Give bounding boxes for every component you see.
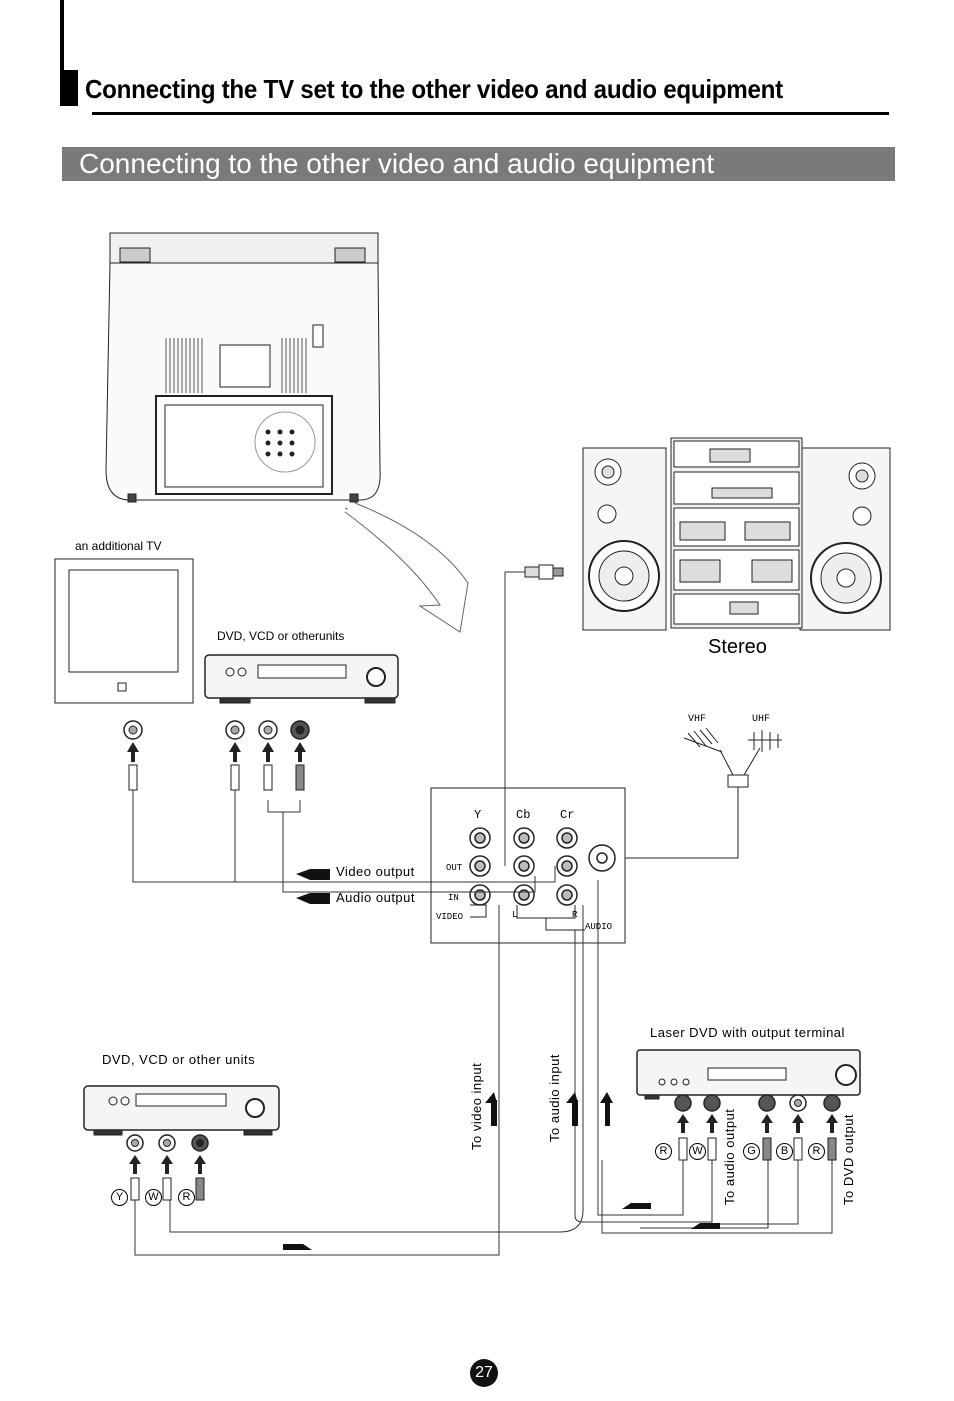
dvd-bottom-label: DVD, VCD or other units bbox=[102, 1052, 256, 1067]
panel-cr-label: Cr bbox=[560, 808, 575, 822]
title-underline bbox=[92, 112, 889, 115]
page-title: Connecting the TV set to the other video… bbox=[85, 74, 783, 104]
laser-dvd-illustration bbox=[636, 1049, 861, 1161]
cables-top bbox=[132, 571, 833, 1256]
stereo-illustration bbox=[582, 437, 891, 631]
plug-letter-g-out: G bbox=[743, 1143, 760, 1160]
panel-out-label: OUT bbox=[446, 863, 463, 873]
vhf-label: VHF bbox=[688, 714, 707, 725]
antenna-illustration bbox=[612, 727, 782, 859]
panel-r-label: R bbox=[572, 910, 578, 920]
plug-letter-r: R bbox=[178, 1189, 195, 1206]
plug-letter-w-out: W bbox=[689, 1143, 706, 1160]
to-video-input-label: To video input bbox=[469, 1062, 484, 1150]
plug-letter-b-out: B bbox=[776, 1143, 793, 1160]
output-arrows bbox=[296, 869, 330, 904]
plug-letter-w: W bbox=[145, 1189, 162, 1206]
tv-rear-illustration bbox=[105, 232, 381, 503]
additional-tv-label: an additional TV bbox=[75, 539, 162, 553]
av-input-panel bbox=[430, 787, 626, 944]
laser-dvd-label: Laser DVD with output terminal bbox=[650, 1025, 845, 1040]
to-audio-output-label: To audio output bbox=[722, 1108, 737, 1205]
panel-y-label: Y bbox=[474, 808, 482, 822]
additional-tv-illustration bbox=[54, 558, 194, 704]
plug-letter-y: Y bbox=[111, 1189, 128, 1206]
dvd-player-bottom bbox=[83, 1085, 280, 1201]
dvd-player-top bbox=[204, 654, 399, 704]
to-dvd-output-label: To DVD output bbox=[841, 1113, 856, 1205]
panel-l-label: L bbox=[512, 910, 518, 920]
panel-video-label: VIDEO bbox=[436, 912, 464, 922]
panel-in-label: IN bbox=[448, 893, 459, 903]
panel-cb-label: Cb bbox=[516, 808, 531, 822]
plug-letter-r-out: R bbox=[655, 1143, 672, 1160]
stereo-label: Stereo bbox=[708, 636, 767, 658]
header-side-bar bbox=[60, 0, 64, 70]
section-banner: Connecting to the other video and audio … bbox=[62, 147, 895, 181]
page-number: 27 bbox=[470, 1359, 498, 1387]
panel-audio-label: AUDIO bbox=[585, 922, 613, 932]
input-arrows bbox=[283, 1092, 720, 1250]
video-output-label: Video output bbox=[336, 864, 415, 879]
top-jacks bbox=[123, 720, 310, 791]
to-audio-input-label: To audio input bbox=[547, 1054, 562, 1142]
section-title: Connecting to the other video and audio … bbox=[79, 148, 715, 179]
uhf-label: UHF bbox=[752, 714, 771, 725]
plug-letter-r2-out: R bbox=[808, 1143, 825, 1160]
audio-output-label: Audio output bbox=[336, 890, 416, 905]
header-marker bbox=[60, 70, 78, 106]
rca-plug-stereo bbox=[524, 564, 564, 580]
dvd-top-label: DVD, VCD or otherunits bbox=[217, 629, 345, 643]
